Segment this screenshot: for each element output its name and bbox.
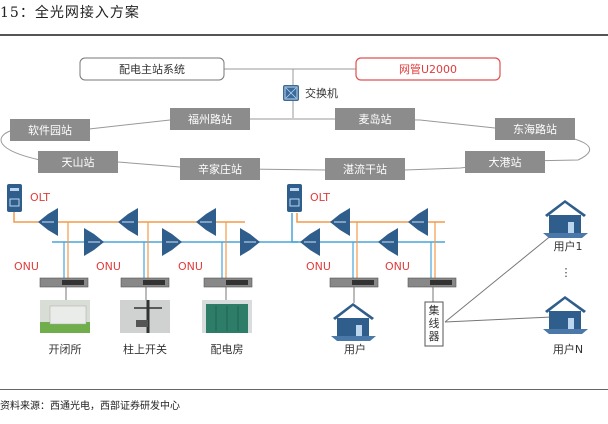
svg-text:软件园站: 软件园站: [28, 123, 72, 137]
olt-label-right: OLT: [310, 191, 330, 204]
onu-icon: [329, 277, 379, 288]
house-icon-user: [331, 303, 376, 341]
figure-title: 15：全光网接入方案: [0, 5, 140, 21]
onu-icon: [203, 277, 253, 288]
onu-label-3: ONU: [178, 260, 203, 273]
endpoint-label-pole-switch: 柱上开关: [123, 342, 167, 356]
user-1-label: 用户1: [554, 239, 583, 253]
nms-label: 网管U2000: [399, 62, 457, 76]
station-xinjiazhuang[interactable]: 辛家庄站: [180, 158, 260, 180]
splitter-icon: [240, 228, 260, 256]
olt-icon-right[interactable]: [287, 184, 302, 212]
station-zhanliugan[interactable]: 湛流干站: [325, 158, 405, 180]
station-tianshan[interactable]: 天山站: [38, 151, 118, 173]
svg-text:大港站: 大港站: [489, 155, 522, 169]
splitter-icon: [162, 228, 182, 256]
hub-label-char-2: 线: [429, 316, 440, 330]
splitter-icon: [118, 208, 138, 236]
station-boxes: 软件园站 福州路站 麦岛站 东海路站 天山站 辛家庄站 湛流干站 大港站: [10, 108, 575, 180]
source-note: 资料来源：西通光电，西部证券研发中心: [0, 401, 180, 412]
distribution-room-image: [202, 300, 252, 333]
onu-label-5: ONU: [385, 260, 410, 273]
master-system-box[interactable]: 配电主站系统: [79, 57, 225, 81]
splitter-icon: [84, 228, 104, 256]
splitter-icon: [378, 228, 398, 256]
switch-icon: [283, 85, 299, 101]
nms-box[interactable]: 网管U2000: [355, 57, 501, 81]
bottom-divider: [0, 389, 608, 390]
svg-text:东海路站: 东海路站: [513, 122, 557, 136]
onu-icon: [39, 277, 89, 288]
splitter-icon: [38, 208, 58, 236]
onu-label-4: ONU: [306, 260, 331, 273]
switch-label: 交换机: [305, 86, 338, 100]
splitter-icon: [300, 228, 320, 256]
svg-text:福州路站: 福州路站: [188, 112, 232, 126]
onu-icon: [407, 277, 457, 288]
svg-text:辛家庄站: 辛家庄站: [198, 162, 242, 176]
pole-switch-image: [120, 300, 170, 333]
house-icon-user-1: [543, 200, 588, 238]
user-ellipsis: ⋮: [561, 266, 572, 279]
endpoint-links: [65, 229, 559, 323]
svg-text:天山站: 天山站: [62, 155, 95, 169]
splitter-icon: [330, 208, 350, 236]
master-system-label: 配电主站系统: [119, 62, 185, 76]
olt-label-left: OLT: [30, 191, 50, 204]
hub-box[interactable]: [424, 301, 444, 347]
user-n-label: 用户N: [553, 342, 583, 356]
onu-label-2: ONU: [96, 260, 121, 273]
svg-text:湛流干站: 湛流干站: [343, 162, 387, 176]
splitters: [38, 208, 428, 256]
hub-label-char-1: 集: [429, 303, 440, 317]
onu-label-1: ONU: [14, 260, 39, 273]
onu-icon: [120, 277, 170, 288]
hub-label-char-3: 器: [429, 330, 440, 343]
endpoint-label-user: 用户: [344, 342, 366, 356]
svg-text:麦岛站: 麦岛站: [359, 112, 392, 126]
endpoint-label-switching-station: 开闭所: [49, 343, 82, 356]
onu-devices: [39, 277, 457, 288]
station-ruanjianyuan[interactable]: 软件园站: [10, 119, 90, 141]
house-icon-user-n: [543, 296, 588, 334]
station-donghailu[interactable]: 东海路站: [495, 118, 575, 140]
switching-station-image: [40, 300, 90, 333]
station-maidao[interactable]: 麦岛站: [335, 108, 415, 130]
splitter-icon: [196, 208, 216, 236]
station-dagang[interactable]: 大港站: [465, 151, 545, 173]
splitter-icon: [408, 208, 428, 236]
olt-icon-left[interactable]: [7, 184, 22, 212]
station-fuzhoulu[interactable]: 福州路站: [170, 108, 250, 130]
fiber-lines: [13, 212, 445, 278]
endpoint-label-distribution-room: 配电房: [211, 343, 244, 356]
top-divider: [0, 34, 608, 36]
